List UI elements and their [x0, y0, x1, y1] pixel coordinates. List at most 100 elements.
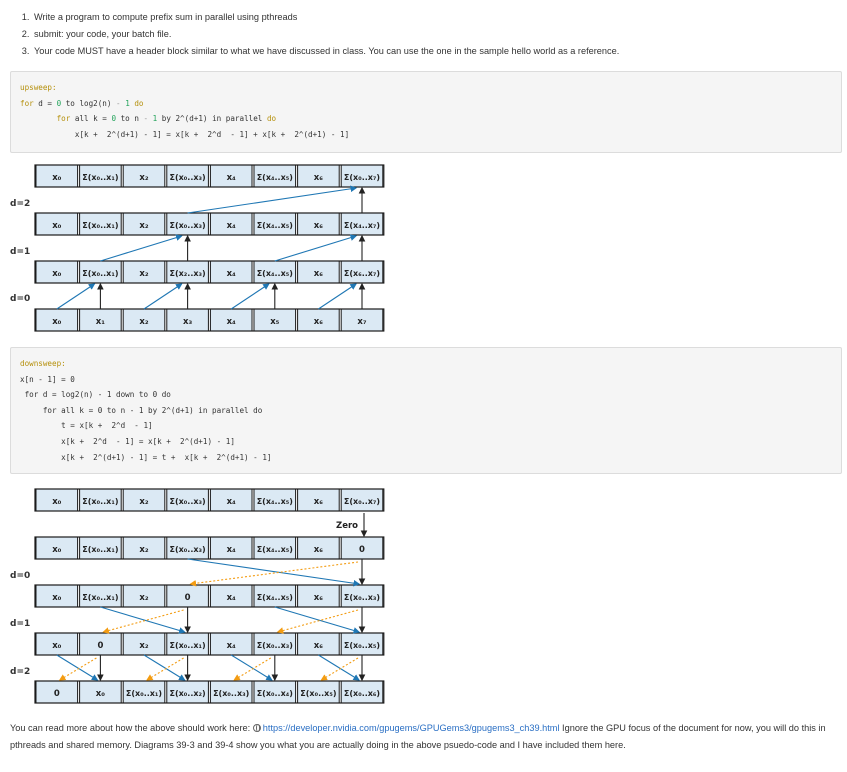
cell-value: x₂: [139, 269, 148, 279]
cell-value: Σ(x₀..x₃): [257, 641, 293, 650]
cell-value: Σ(x₄..x₅): [257, 593, 293, 602]
cell-value: 0: [185, 593, 191, 603]
upsweep-code-block: upsweep: for d = 0 to log2(n) - 1 do for…: [10, 71, 842, 153]
cell-value: x₆: [314, 317, 323, 327]
cell-value: x₆: [314, 641, 323, 651]
cell-value: x₂: [139, 593, 148, 603]
nvidia-gpugems-link[interactable]: https://developer.nvidia.com/gpugems/GPU…: [262, 723, 560, 733]
code-line: x[k + 2^(d+1) - 1] = x[k + 2^d - 1] + x[…: [74, 129, 350, 139]
footer-text: You can read more about how the above sh…: [10, 720, 838, 754]
downsweep-code-block: downsweep: x[n - 1] = 0 for d = log2(n) …: [10, 347, 842, 474]
cell-value: Σ(x₀..x₁): [82, 497, 118, 506]
cell-value: x₂: [139, 221, 148, 231]
cell-value: x₀: [52, 221, 61, 231]
cell-value: x₄: [227, 641, 236, 651]
code-text: to log2(n): [61, 98, 117, 108]
cell-value: x₂: [139, 545, 148, 555]
cell-value: 0: [54, 689, 60, 699]
cell-value: Σ(x₄..x₇): [344, 221, 380, 230]
cell-value: x₆: [314, 497, 323, 507]
combine-arrow: [56, 283, 96, 310]
code-line: x[k + 2^d - 1] = x[k + 2^(d+1) - 1]: [61, 436, 235, 446]
code-number: 1: [125, 98, 130, 108]
cell-value: x₀: [52, 269, 61, 279]
cell-value: x₆: [314, 545, 323, 555]
cell-value: Σ(x₀..x₁): [82, 593, 118, 602]
cell-value: x₄: [227, 317, 236, 327]
cell-value: x₂: [139, 641, 148, 651]
instruction-item: submit: your code, your batch file.: [32, 26, 847, 43]
swap-arrow: [320, 657, 359, 681]
code-text: all k =: [70, 114, 112, 124]
upsweep-code: upsweep: for d = 0 to log2(n) - 1 do for…: [20, 83, 350, 139]
sum-arrow: [274, 606, 361, 634]
cell-value: Σ(x₀..x₁): [82, 545, 118, 554]
level-label: d=1: [10, 247, 30, 257]
cell-value: x₀: [52, 317, 61, 327]
sum-arrow: [318, 654, 360, 681]
combine-arrow: [187, 185, 358, 214]
cell-value: Σ(x₀..x₁): [126, 689, 162, 698]
cell-value: Σ(x₀..x₆): [344, 689, 380, 698]
cell-value: x₄: [227, 269, 236, 279]
level-label: d=2: [10, 199, 30, 209]
combine-arrow: [274, 234, 358, 262]
code-number: 1: [152, 114, 158, 124]
swap-arrow: [276, 609, 359, 634]
cell-value: Σ(x₀..x₇): [344, 497, 380, 506]
code-text: to n: [116, 114, 144, 124]
cell-value: x₀: [52, 593, 61, 603]
cell-value: x₆: [314, 593, 323, 603]
code-line: t = x[k + 2^d - 1]: [61, 421, 153, 431]
code-label: upsweep:: [20, 83, 57, 92]
cell-value: x₀: [52, 173, 61, 183]
code-operator: -: [116, 98, 121, 108]
instruction-item: Write a program to compute prefix sum in…: [32, 9, 847, 26]
cell-value: x₃: [183, 317, 192, 327]
cell-value: x₀: [52, 641, 61, 651]
cell-value: Σ(x₀..x₃): [170, 221, 206, 230]
cell-value: Σ(x₂..x₃): [170, 269, 206, 278]
cell-value: Σ(x₀..x₁): [82, 173, 118, 182]
code-line: for all k = 0 to n - 1 by 2^(d+1) in par…: [42, 405, 263, 415]
level-label: d=1: [10, 619, 30, 629]
level-label: d=0: [10, 294, 30, 304]
code-keyword: for: [56, 114, 71, 124]
cell-value: Σ(x₄..x₅): [257, 497, 293, 506]
cell-value: Σ(x₀..x₁): [82, 221, 118, 230]
swap-arrow: [102, 609, 184, 634]
sum-arrow: [143, 654, 186, 681]
cell-value: Σ(x₀..x₃): [170, 497, 206, 506]
cell-value: Σ(x₀..x₃): [344, 593, 380, 602]
cell-value: x₂: [139, 173, 148, 183]
array-row: [34, 536, 385, 560]
array-row: [34, 584, 385, 608]
code-line: for d = log2(n) - 1 down to 0 do: [24, 390, 171, 400]
cell-value: Σ(x₀..x₂): [170, 689, 206, 698]
array-row: [34, 164, 385, 188]
cell-value: Σ(x₀..x₃): [170, 545, 206, 554]
downsweep-diagram: x₀ Σ(x₀..x₁) x₂ Σ(x₀..x₃) x₄ Σ(x₄..x₅) x₆ Σ(x₀.…: [10, 488, 385, 704]
cell-value: Σ(x₀..x₃): [170, 173, 206, 182]
swap-arrow: [146, 657, 184, 681]
code-keyword: do: [134, 98, 144, 108]
combine-arrow: [230, 283, 270, 310]
instructions-list: Write a program to compute prefix sum in…: [14, 9, 847, 60]
zero-label: Zero: [336, 521, 358, 531]
array-row: [34, 212, 385, 236]
swap-arrow: [58, 657, 97, 681]
level-label: d=2: [10, 667, 30, 677]
cell-value: x₂: [139, 317, 148, 327]
code-text: by 2^(d+1) in parallel: [157, 114, 267, 124]
array-row: [34, 260, 385, 284]
cell-value: x₄: [227, 173, 236, 183]
cell-value: x₄: [227, 497, 236, 507]
code-number: 0: [111, 114, 117, 124]
footer-outro: Ignore the GPU focus of the document for…: [10, 723, 826, 750]
globe-icon: [252, 724, 261, 732]
cell-value: Σ(x₀..x₄): [257, 689, 293, 698]
cell-value: x₆: [314, 269, 323, 279]
sum-arrow: [187, 558, 361, 587]
cell-value: Σ(x₀..x₅): [300, 689, 336, 698]
